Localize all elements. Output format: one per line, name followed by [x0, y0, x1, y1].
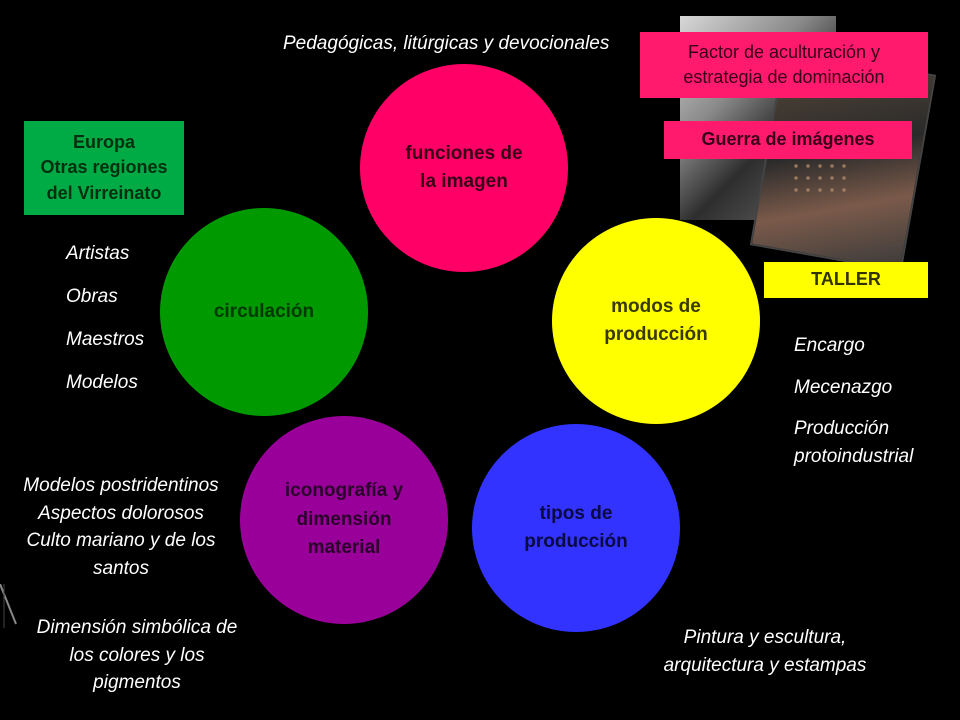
- list-item: Producción protoindustrial: [794, 418, 914, 467]
- circle-funciones-label: funciones de la imagen: [405, 142, 523, 193]
- list-item: Maestros: [66, 329, 145, 350]
- list-item: Obras: [66, 286, 118, 307]
- photo-pattern: [790, 160, 850, 200]
- label-modelos-postridentinos: Modelos postridentinos Aspectos doloroso…: [23, 475, 219, 579]
- decorative-corner-line: [0, 584, 17, 628]
- circle-circulacion-label: circulación: [213, 300, 315, 322]
- circle-modos-produccion: modos de producción: [552, 218, 760, 424]
- circle-iconografia-label: iconografía y dimensión material: [284, 480, 404, 559]
- circle-tipos-label: tipos de producción: [524, 502, 628, 553]
- circle-circulacion: circulación: [160, 208, 368, 416]
- circle-iconografia: iconografía y dimensión material: [240, 416, 448, 624]
- list-item: Mecenazgo: [794, 376, 893, 398]
- label-pintura-escultura: Pintura y escultura, arquitectura y esta…: [663, 627, 867, 676]
- list-item: Encargo: [794, 335, 865, 356]
- box-guerra-imagenes: Guerra de imágenes: [664, 121, 912, 159]
- label-pedagogicas: Pedagógicas, litúrgicas y devocionales: [283, 33, 610, 54]
- label-dimension-simbolica: Dimensión simbólica de los colores y los…: [36, 617, 238, 694]
- taller-list: Encargo Mecenazgo Producción protoindust…: [794, 332, 913, 484]
- circle-modos-label: modos de producción: [604, 295, 708, 346]
- list-item: Modelos: [66, 372, 138, 393]
- box-factor-aculturacion: Factor de aculturación y estrategia de d…: [640, 32, 928, 98]
- box-taller: TALLER: [764, 262, 928, 298]
- circle-tipos-produccion: tipos de producción: [472, 424, 680, 632]
- circle-funciones-imagen: funciones de la imagen: [360, 64, 568, 272]
- list-item: Artistas: [66, 243, 130, 264]
- box-europa: Europa Otras regiones del Virreinato: [24, 121, 184, 215]
- circulation-list: Artistas Obras Maestros Modelos: [66, 232, 144, 404]
